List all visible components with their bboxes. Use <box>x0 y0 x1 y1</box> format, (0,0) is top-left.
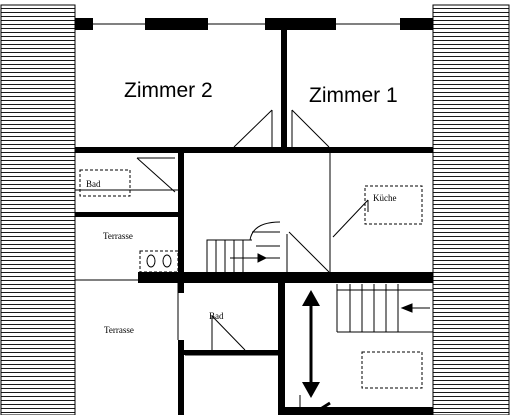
room-label-bad-bottom: Bad <box>209 311 224 321</box>
right-hatched-wall <box>432 4 510 415</box>
room-label-terrasse-bottom: Terrasse <box>104 325 134 335</box>
center-staircase <box>206 221 281 272</box>
door-swings <box>136 109 369 351</box>
bad-top-fixture <box>79 169 131 197</box>
room-label-zimmer1: Zimmer 1 <box>309 84 398 107</box>
kueche-fixture <box>364 185 423 225</box>
room-label-terrasse-top: Terrasse <box>103 231 133 241</box>
top-wall-segments <box>75 18 433 30</box>
right-staircase <box>337 284 433 332</box>
stairwell-fixture <box>361 351 423 389</box>
room-label-kueche: Küche <box>373 193 397 203</box>
left-hatched-wall <box>0 4 76 415</box>
dashed-fixtures <box>79 169 423 389</box>
room-label-bad-top: Bad <box>86 179 101 189</box>
terrasse-appliance <box>139 250 179 273</box>
stairwell-arrow <box>302 290 331 415</box>
interior-walls <box>75 24 433 415</box>
room-label-zimmer2: Zimmer 2 <box>124 79 213 102</box>
